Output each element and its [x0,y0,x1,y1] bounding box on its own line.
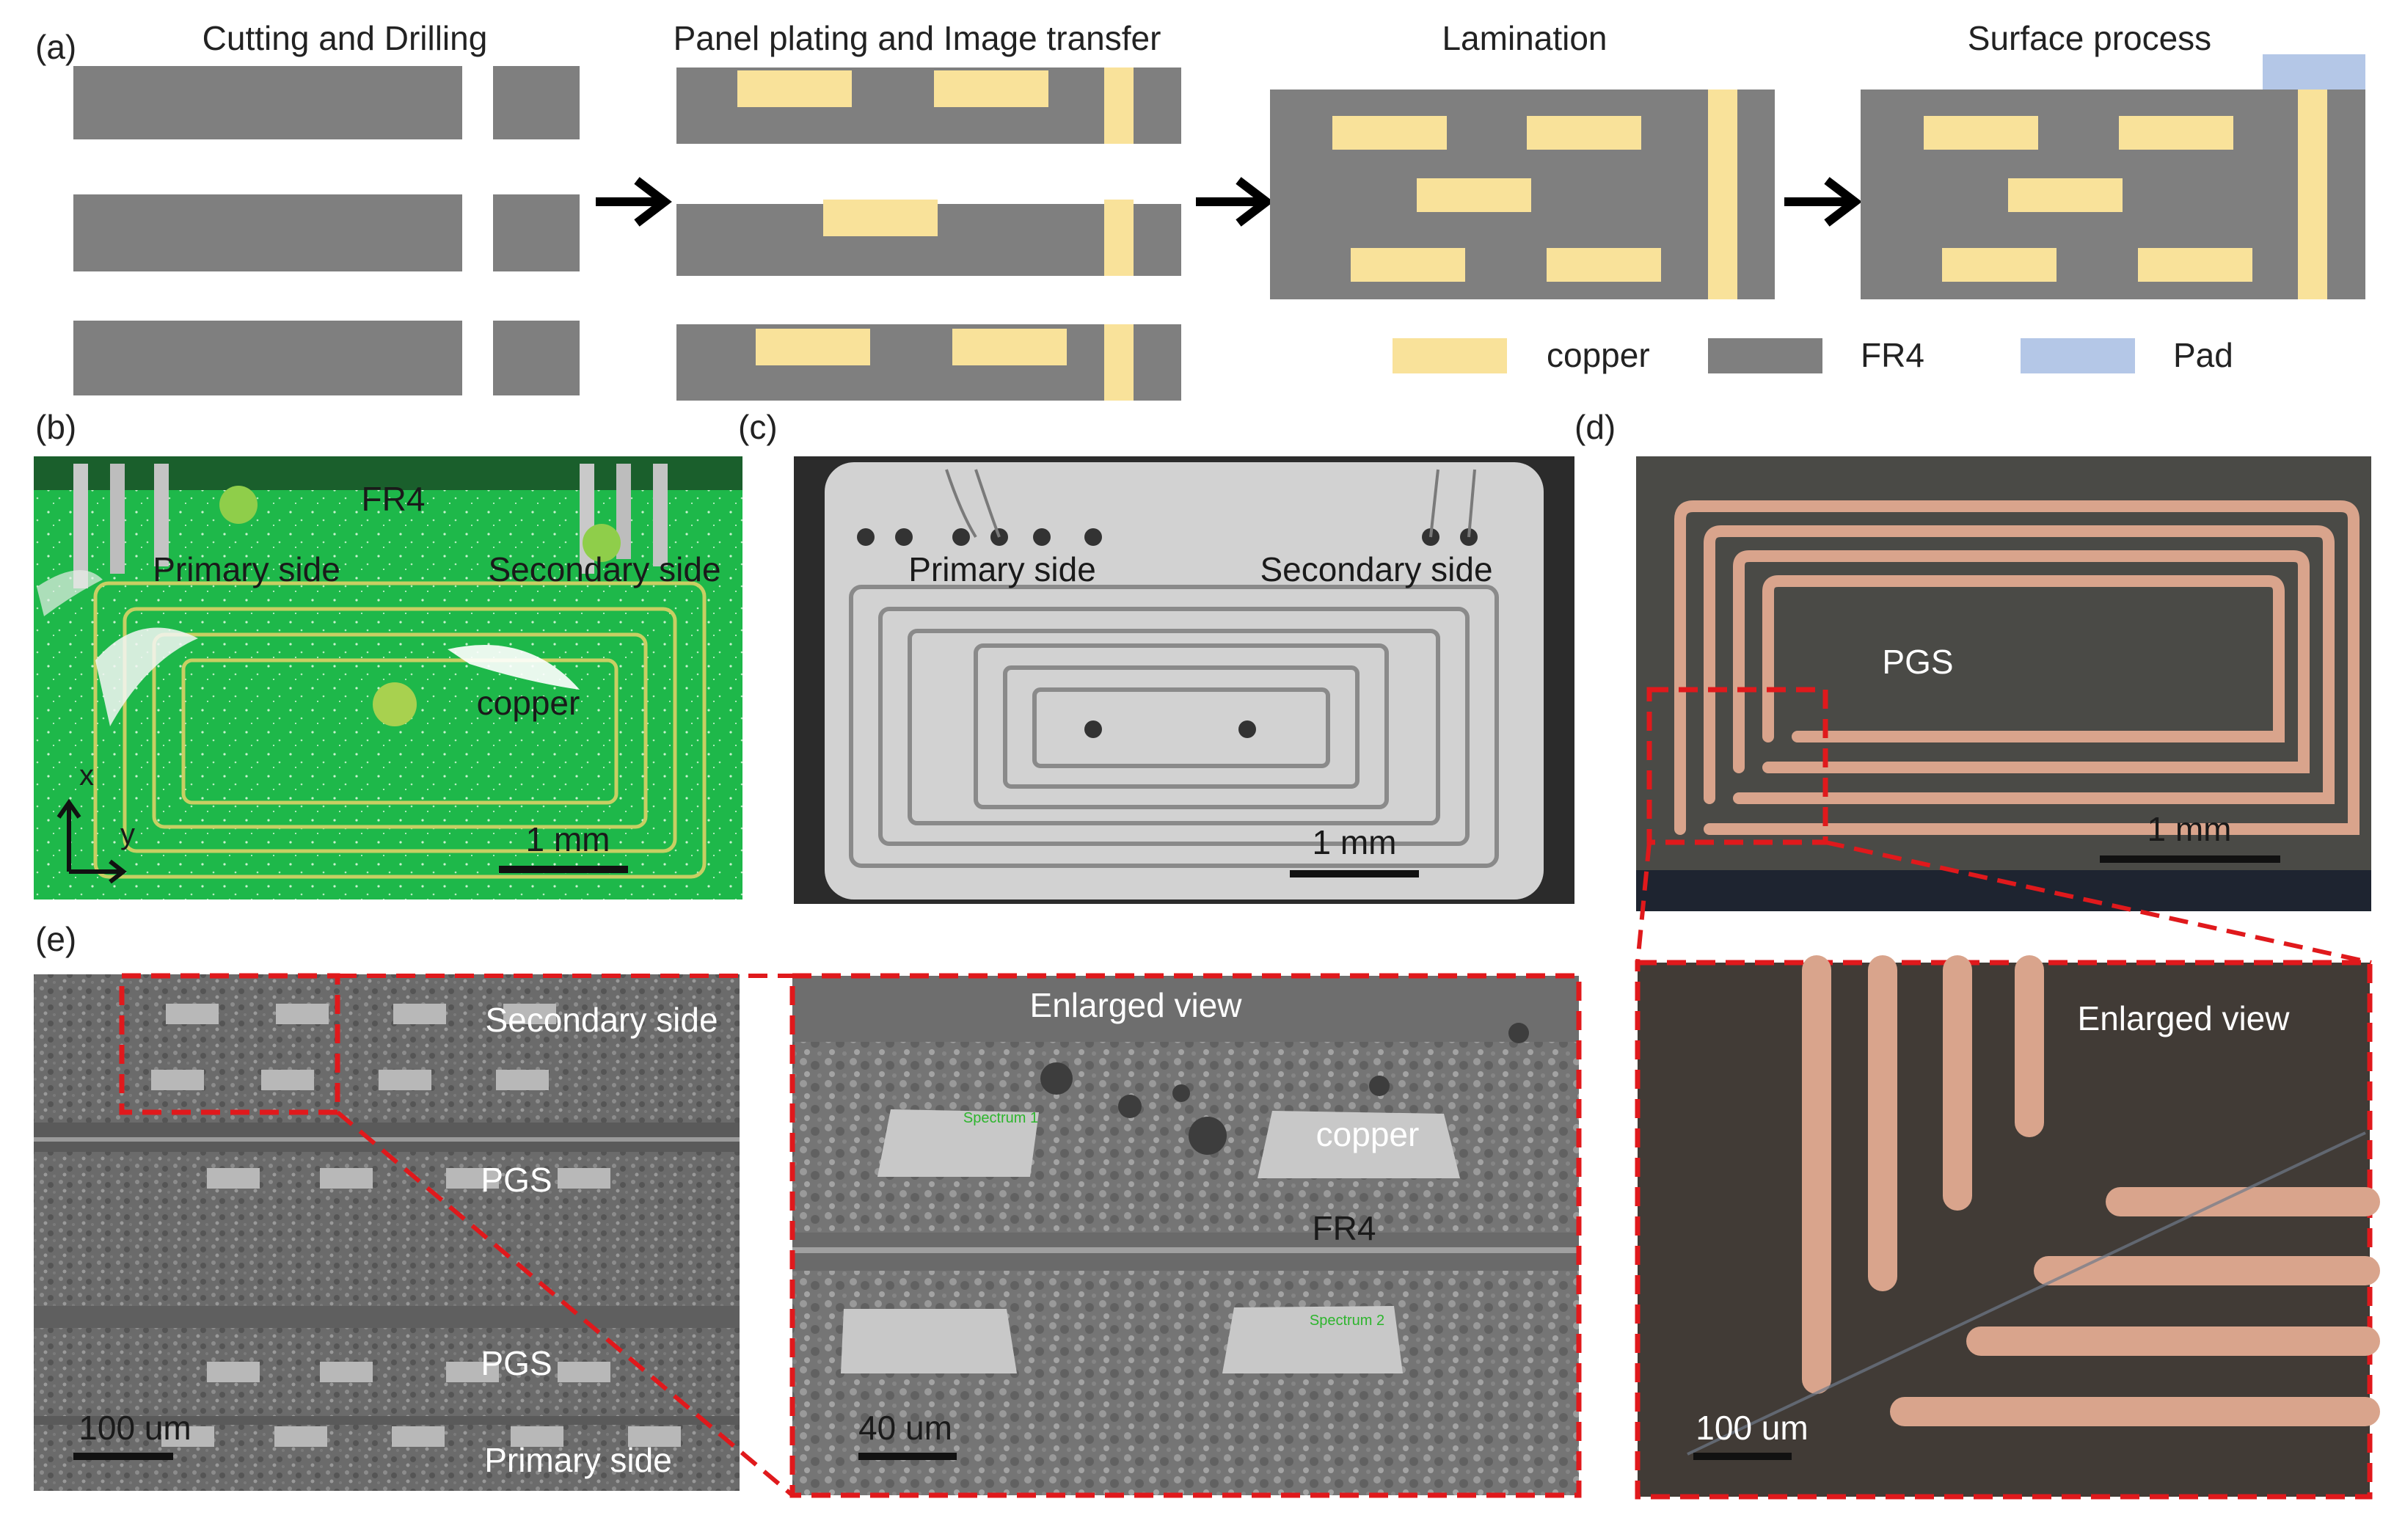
spectrum-1-label: Spectrum 1 [963,1110,1038,1126]
legend-swatch-fr4 [1708,338,1822,373]
panel-a: (a) Cutting and Drilling Panel plating a… [35,19,2365,401]
process-arrow-3 [1784,177,1862,227]
spectrum-2-label: Spectrum 2 [1310,1313,1384,1329]
sem-scale-bar [73,1453,173,1460]
xray-secondary-label: Secondary side [1260,550,1492,588]
pgs-label: PGS [1882,643,1953,681]
pgs-enlarged-scale-bar [1693,1453,1792,1460]
sem-enlarged-scale-bar [858,1453,957,1460]
step-2-diagram [676,67,1181,401]
pcb-secondary-label: Secondary side [488,550,720,588]
sem-cross-section [34,974,740,1491]
axis-y-label: y [120,818,135,850]
panel-d-label: (d) [1574,408,1616,446]
legend-label-pad: Pad [2173,336,2233,374]
legend-label-copper: copper [1547,336,1650,374]
pgs-scale-text: 1 mm [2147,810,2232,848]
xray-primary-label: Primary side [908,550,1096,588]
pcb-fr4-label: FR4 [362,480,426,518]
sem-enlarged-fr4-label: FR4 [1313,1209,1376,1247]
xray-scale-bar [1290,870,1419,877]
step-4-title: Surface process [1968,19,2211,57]
xray-coil [849,585,1499,868]
panel-b-label: (b) [35,408,76,446]
legend-swatch-copper [1393,338,1507,373]
process-arrow-2 [1196,177,1274,227]
pgs-enlarged-label: Enlarged view [2078,999,2291,1037]
step-1-title: Cutting and Drilling [202,19,488,57]
xray-image [825,462,1544,899]
panel-c-label: (c) [738,408,778,446]
sem-enlarged-frame [789,973,1582,1498]
axis-indicator: x y [56,759,135,884]
panel-e-label: (e) [35,920,76,958]
pgs-coil-traces [1674,500,2360,835]
axis-x-label: x [79,759,94,792]
legend: copper FR4 Pad [1393,336,2233,374]
panel-a-label: (a) [35,28,76,66]
legend-swatch-pad [2021,338,2135,373]
panel-c: (c) Primary side Secondary side 1 mm [738,408,1574,904]
sem-primary-label: Primary side [484,1441,672,1479]
step-2-title: Panel plating and Image transfer [674,19,1161,57]
step-1-diagram [73,66,580,395]
panel-d: (d) PGS 1 mm Enlar [1574,408,2380,1500]
sem-enlarged-label: Enlarged view [1030,986,1243,1024]
sem-scale-text: 100 um [79,1409,191,1447]
panel-b: (b) FR4 Primary side Secondary side copp… [34,408,742,899]
pcb-copper-label: copper [477,684,580,722]
sem-enlarged-copper-blocks [841,1109,1460,1373]
step-3-title: Lamination [1442,19,1607,57]
pgs-enlarged-frame [1635,960,2373,1500]
sem-enlarged-copper-label: copper [1316,1115,1420,1153]
process-arrow-1 [596,177,672,227]
sem-secondary-label: Secondary side [485,1001,718,1039]
panel-e: (e) Secondary side PGS PGS Primary side … [34,920,1582,1498]
sem-pgs-bottom-label: PGS [481,1344,552,1382]
step-3-diagram [1270,90,1775,299]
pcb-scale-text: 1 mm [526,820,610,858]
sem-enlarged-scale-text: 40 um [858,1409,952,1447]
step-4-diagram [1861,54,2365,299]
sem-pgs-top-label: PGS [481,1161,552,1199]
pgs-enlarged-scale-text: 100 um [1696,1409,1808,1447]
legend-label-fr4: FR4 [1861,336,1924,374]
coil-traces [93,581,707,879]
pgs-scale-bar [2100,855,2280,863]
sem-copper-blocks [151,1004,681,1447]
pgs-zoom-box [1646,687,1828,845]
pcb-scale-bar [499,866,628,873]
pcb-primary-label: Primary side [153,550,340,588]
pgs-micrograph [1636,456,2371,911]
pgs-enlarged-traces [1802,955,2380,1426]
xray-scale-text: 1 mm [1313,823,1397,861]
